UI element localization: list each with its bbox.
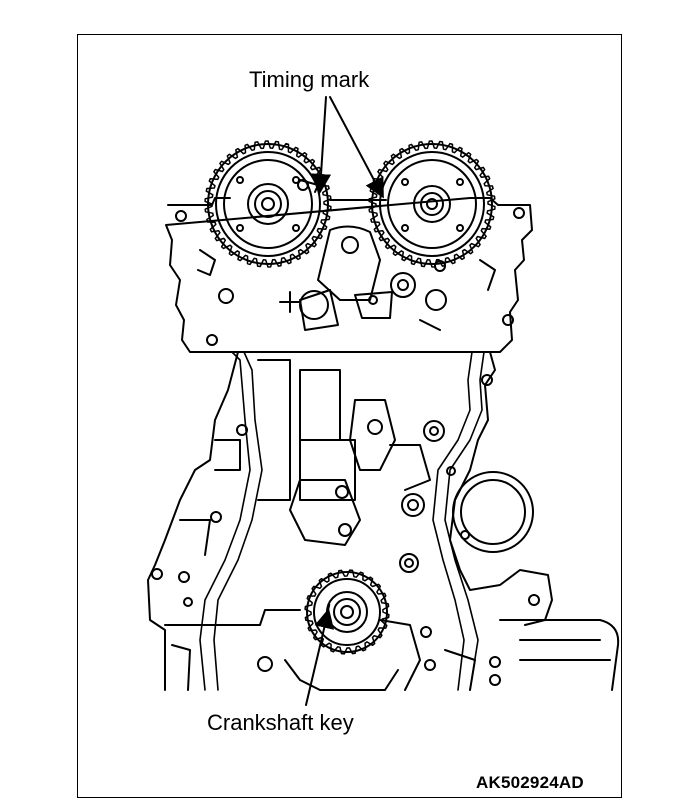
timing-mark-arrow-left — [311, 96, 332, 194]
crankshaft-key-label: Crankshaft key — [207, 710, 354, 735]
right-camshaft-sprocket — [368, 140, 496, 272]
chain-case-gasket — [199, 351, 485, 691]
left-camshaft-sprocket — [204, 140, 332, 268]
crankshaft-key-arrow — [305, 608, 335, 706]
lower-block-details — [164, 609, 620, 691]
crankshaft-sprocket — [304, 569, 390, 655]
block-details — [151, 359, 540, 607]
timing-mark-label: Timing mark — [249, 67, 370, 92]
cylinder-head-outline — [165, 197, 533, 353]
timing-mark-arrow-right — [329, 96, 384, 199]
figure-id: AK502924AD — [476, 773, 584, 792]
head-details — [175, 207, 525, 346]
figure-frame — [77, 34, 622, 798]
